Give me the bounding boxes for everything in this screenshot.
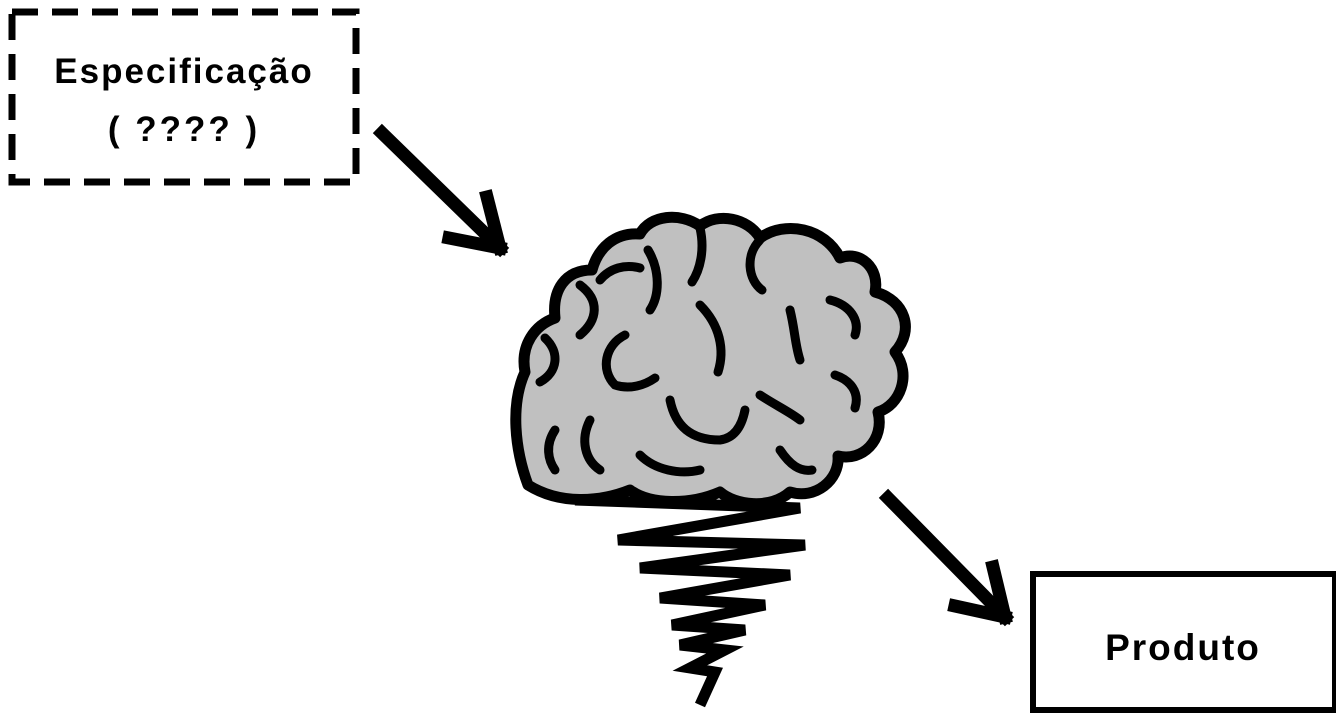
specification-title: Especificação (12, 52, 356, 92)
arrow-to-product (888, 498, 1005, 617)
brain-stem (575, 500, 805, 705)
arrow-to-brain (382, 133, 500, 248)
product-label: Produto (1033, 626, 1333, 670)
specification-subtitle: ( ???? ) (12, 110, 356, 150)
brain-icon (516, 217, 906, 503)
specification-box (12, 12, 356, 182)
